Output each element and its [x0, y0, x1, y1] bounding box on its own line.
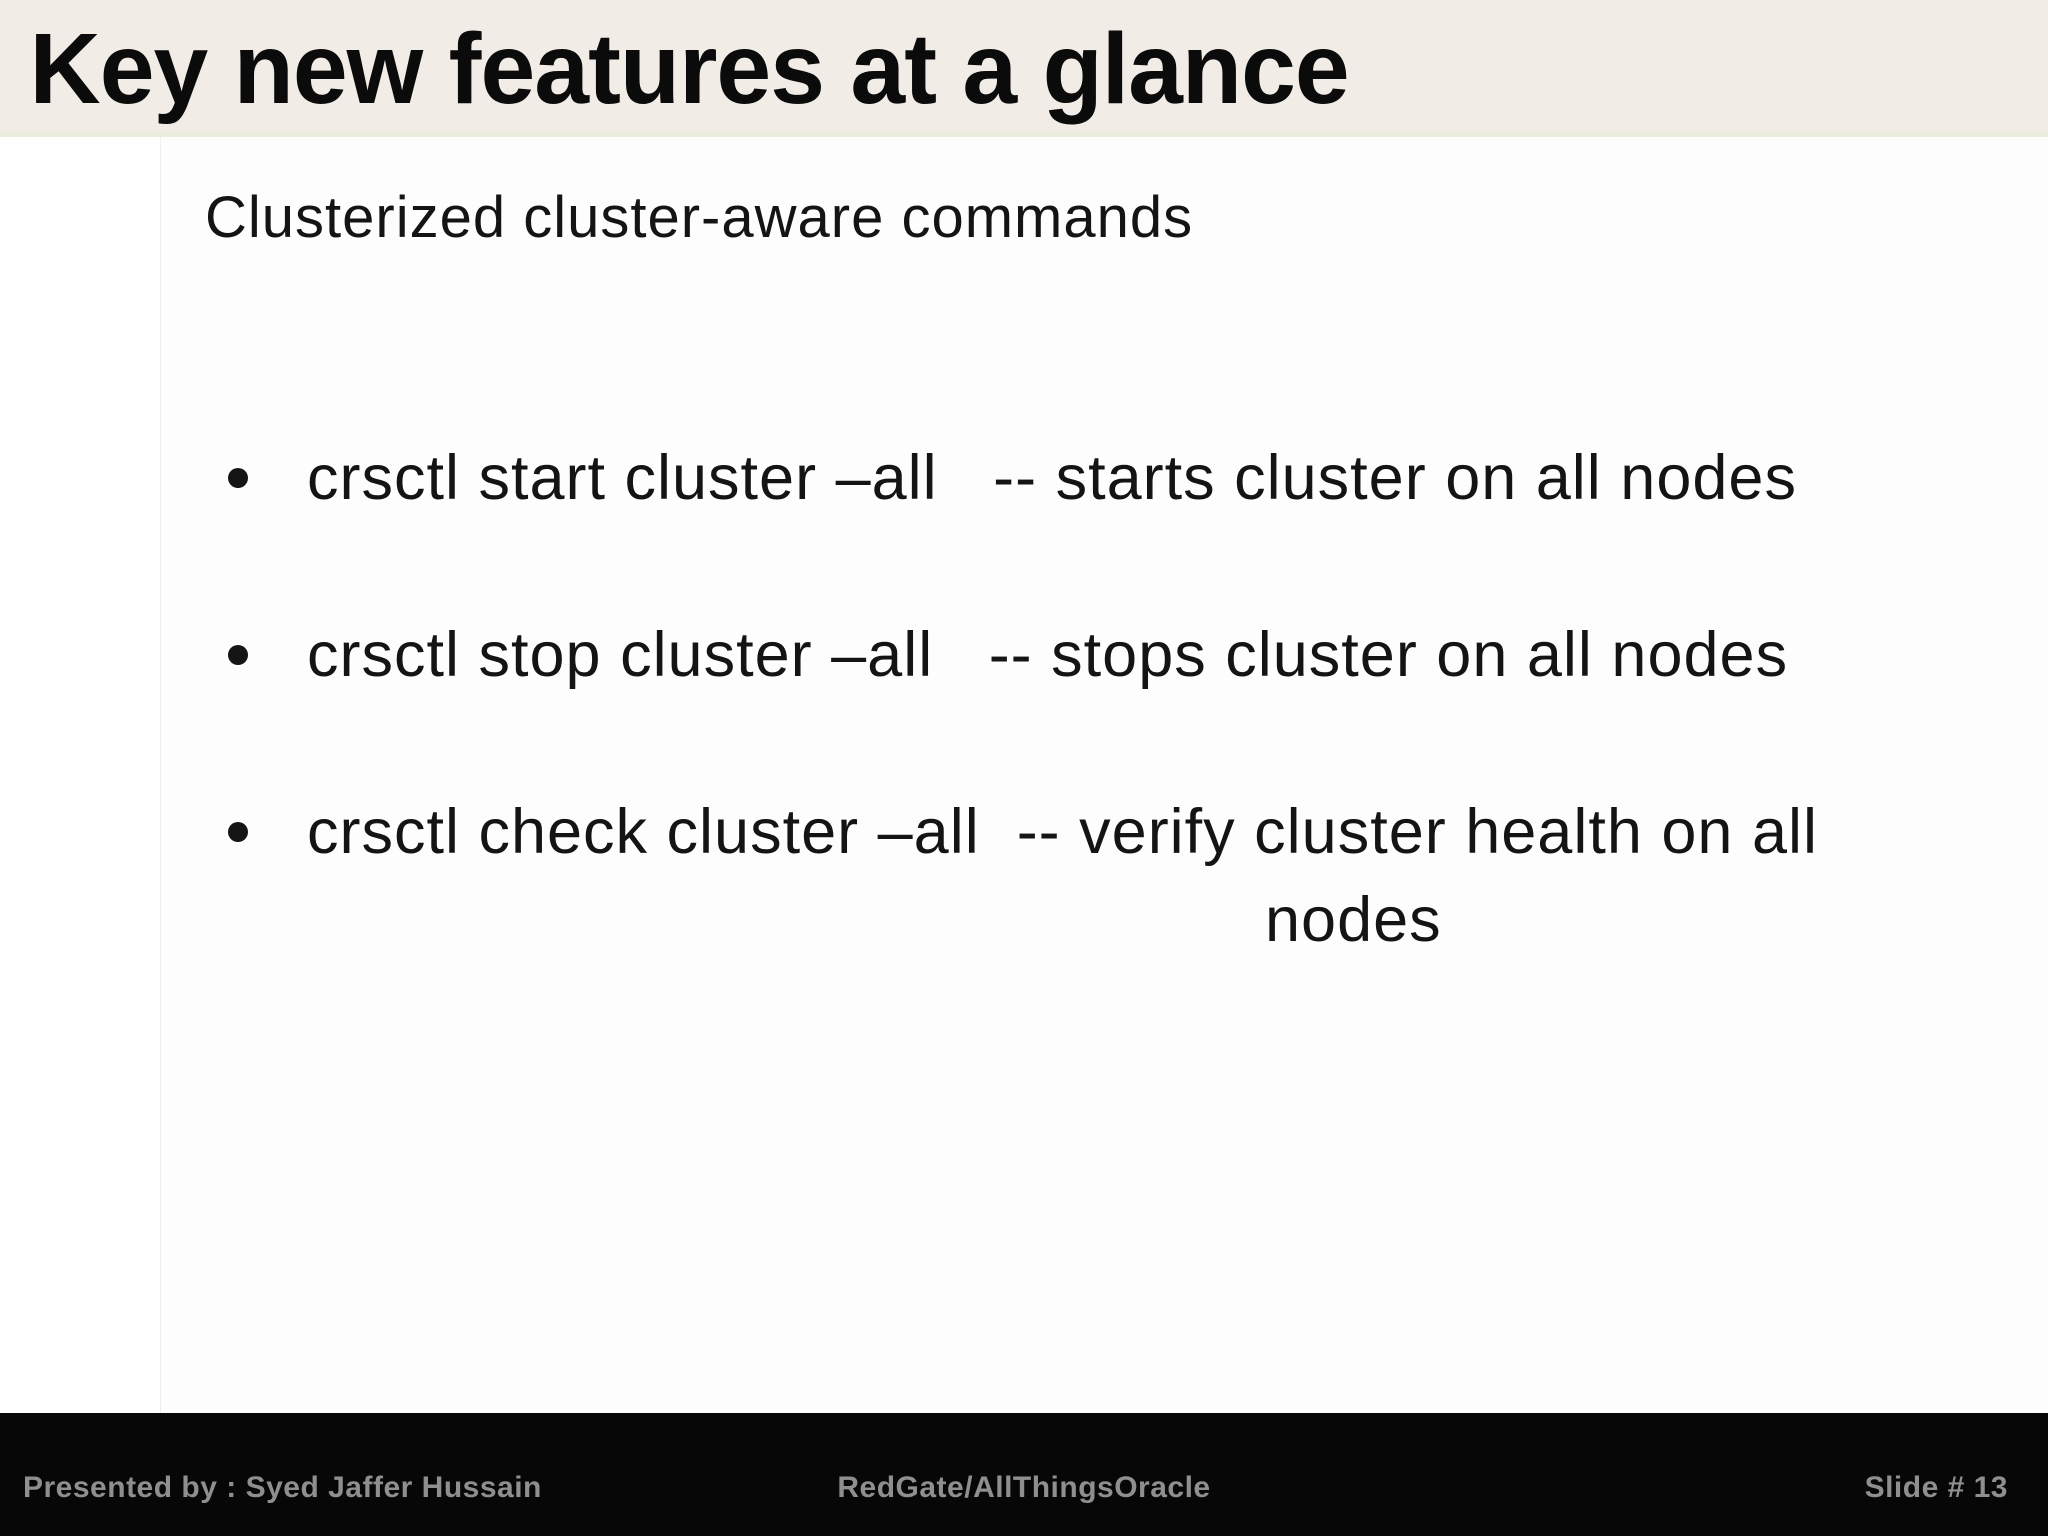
bullet-text: crsctl start cluster –all -- starts clus… — [307, 443, 1797, 513]
slide-header: Key new features at a glance — [0, 0, 2048, 137]
footer-slide-number: Slide # 13 — [1864, 1471, 2008, 1504]
bullet-text-wrapped-line: nodes — [1265, 885, 1442, 955]
slide-body: Clusterized cluster-aware commands crsct… — [0, 137, 2048, 1413]
bullet-item-check-cluster: crsctl check cluster –all -- verify clus… — [228, 788, 1988, 964]
bullet-text: crsctl check cluster –all -- verify clus… — [307, 797, 1818, 867]
bullet-text: crsctl stop cluster –all -- stops cluste… — [307, 620, 1789, 690]
slide-subtitle: Clusterized cluster-aware commands — [205, 185, 1194, 250]
bullet-list: crsctl start cluster –all -- starts clus… — [228, 434, 1988, 1053]
content-left-seam — [160, 137, 2048, 1413]
bullet-item-start-cluster: crsctl start cluster –all -- starts clus… — [228, 434, 1988, 522]
slide-footer: Presented by : Syed Jaffer Hussain RedGa… — [0, 1413, 2048, 1536]
slide-title: Key new features at a glance — [29, 13, 1350, 125]
bullet-item-stop-cluster: crsctl stop cluster –all -- stops cluste… — [228, 611, 1988, 699]
footer-source-label: RedGate/AllThingsOracle — [837, 1471, 1211, 1504]
footer-presenter-label: Presented by : Syed Jaffer Hussain — [23, 1471, 542, 1504]
